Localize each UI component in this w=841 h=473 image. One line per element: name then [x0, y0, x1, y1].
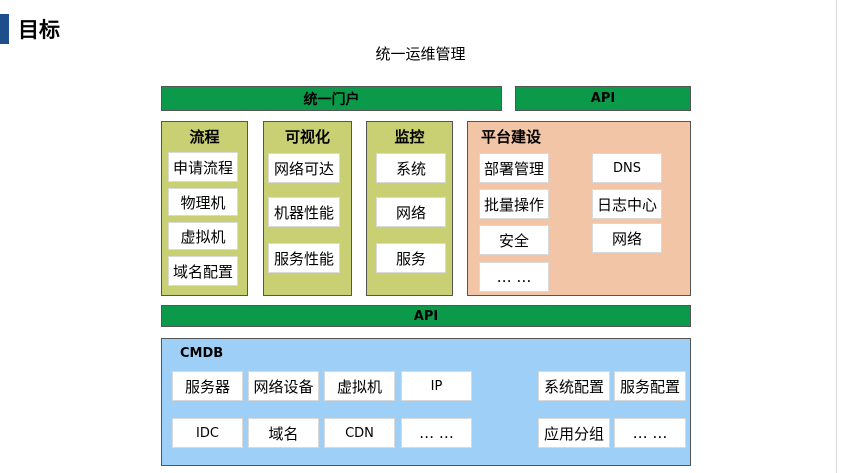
right-divider — [836, 0, 837, 473]
title-accent-bar — [0, 14, 9, 44]
process-title: 流程 — [189, 128, 220, 146]
process-item-virtual: 虚拟机 — [168, 222, 238, 250]
visualization-title: 可视化 — [284, 128, 330, 146]
api-middle-label: API — [413, 308, 439, 324]
process-item-physical: 物理机 — [168, 188, 238, 216]
platform-item-batch: 批量操作 — [479, 189, 549, 219]
process-item-apply: 申请流程 — [168, 152, 238, 182]
platform-item-dns: DNS — [592, 153, 662, 183]
visualization-item-service: 服务性能 — [268, 243, 340, 273]
platform-item-network: 网络 — [592, 223, 662, 253]
process-item-domain: 域名配置 — [168, 256, 238, 286]
cmdb-item-ip: IP — [401, 371, 472, 401]
cmdb-item-cdn: CDN — [324, 418, 395, 448]
cmdb-item-service-config: 服务配置 — [614, 371, 686, 401]
platform-item-more: … … — [479, 262, 549, 292]
cmdb-item-app-group: 应用分组 — [538, 418, 610, 448]
platform-item-security: 安全 — [479, 225, 549, 255]
api-middle-bar: API — [161, 305, 691, 327]
api-top-bar: API — [515, 86, 691, 111]
unified-portal-label: 统一门户 — [303, 91, 360, 108]
cmdb-item-system-config: 系统配置 — [538, 371, 610, 401]
cmdb-item-server: 服务器 — [172, 371, 243, 401]
unified-portal-bar: 统一门户 — [161, 86, 502, 111]
visualization-item-machine: 机器性能 — [268, 197, 340, 227]
cmdb-item-network-device: 网络设备 — [248, 371, 319, 401]
cmdb-item-more: … … — [401, 418, 472, 448]
cmdb-item-idc: IDC — [172, 418, 243, 448]
monitoring-item-system: 系统 — [376, 153, 446, 183]
monitoring-item-service: 服务 — [376, 243, 446, 273]
slide-title: 目标 — [18, 18, 60, 42]
cmdb-item-domain: 域名 — [248, 418, 319, 448]
monitoring-item-network: 网络 — [376, 197, 446, 227]
monitoring-title: 监控 — [394, 128, 425, 146]
api-top-label: API — [590, 91, 616, 106]
platform-item-deploy: 部署管理 — [479, 153, 549, 183]
cmdb-item-more-right: … … — [614, 418, 686, 448]
visualization-item-network: 网络可达 — [268, 153, 340, 183]
slide-subtitle: 统一运维管理 — [375, 45, 466, 63]
platform-item-log-center: 日志中心 — [592, 189, 662, 219]
platform-title: 平台建设 — [481, 128, 542, 146]
cmdb-item-vm: 虚拟机 — [324, 371, 395, 401]
cmdb-title: CMDB — [180, 346, 224, 361]
